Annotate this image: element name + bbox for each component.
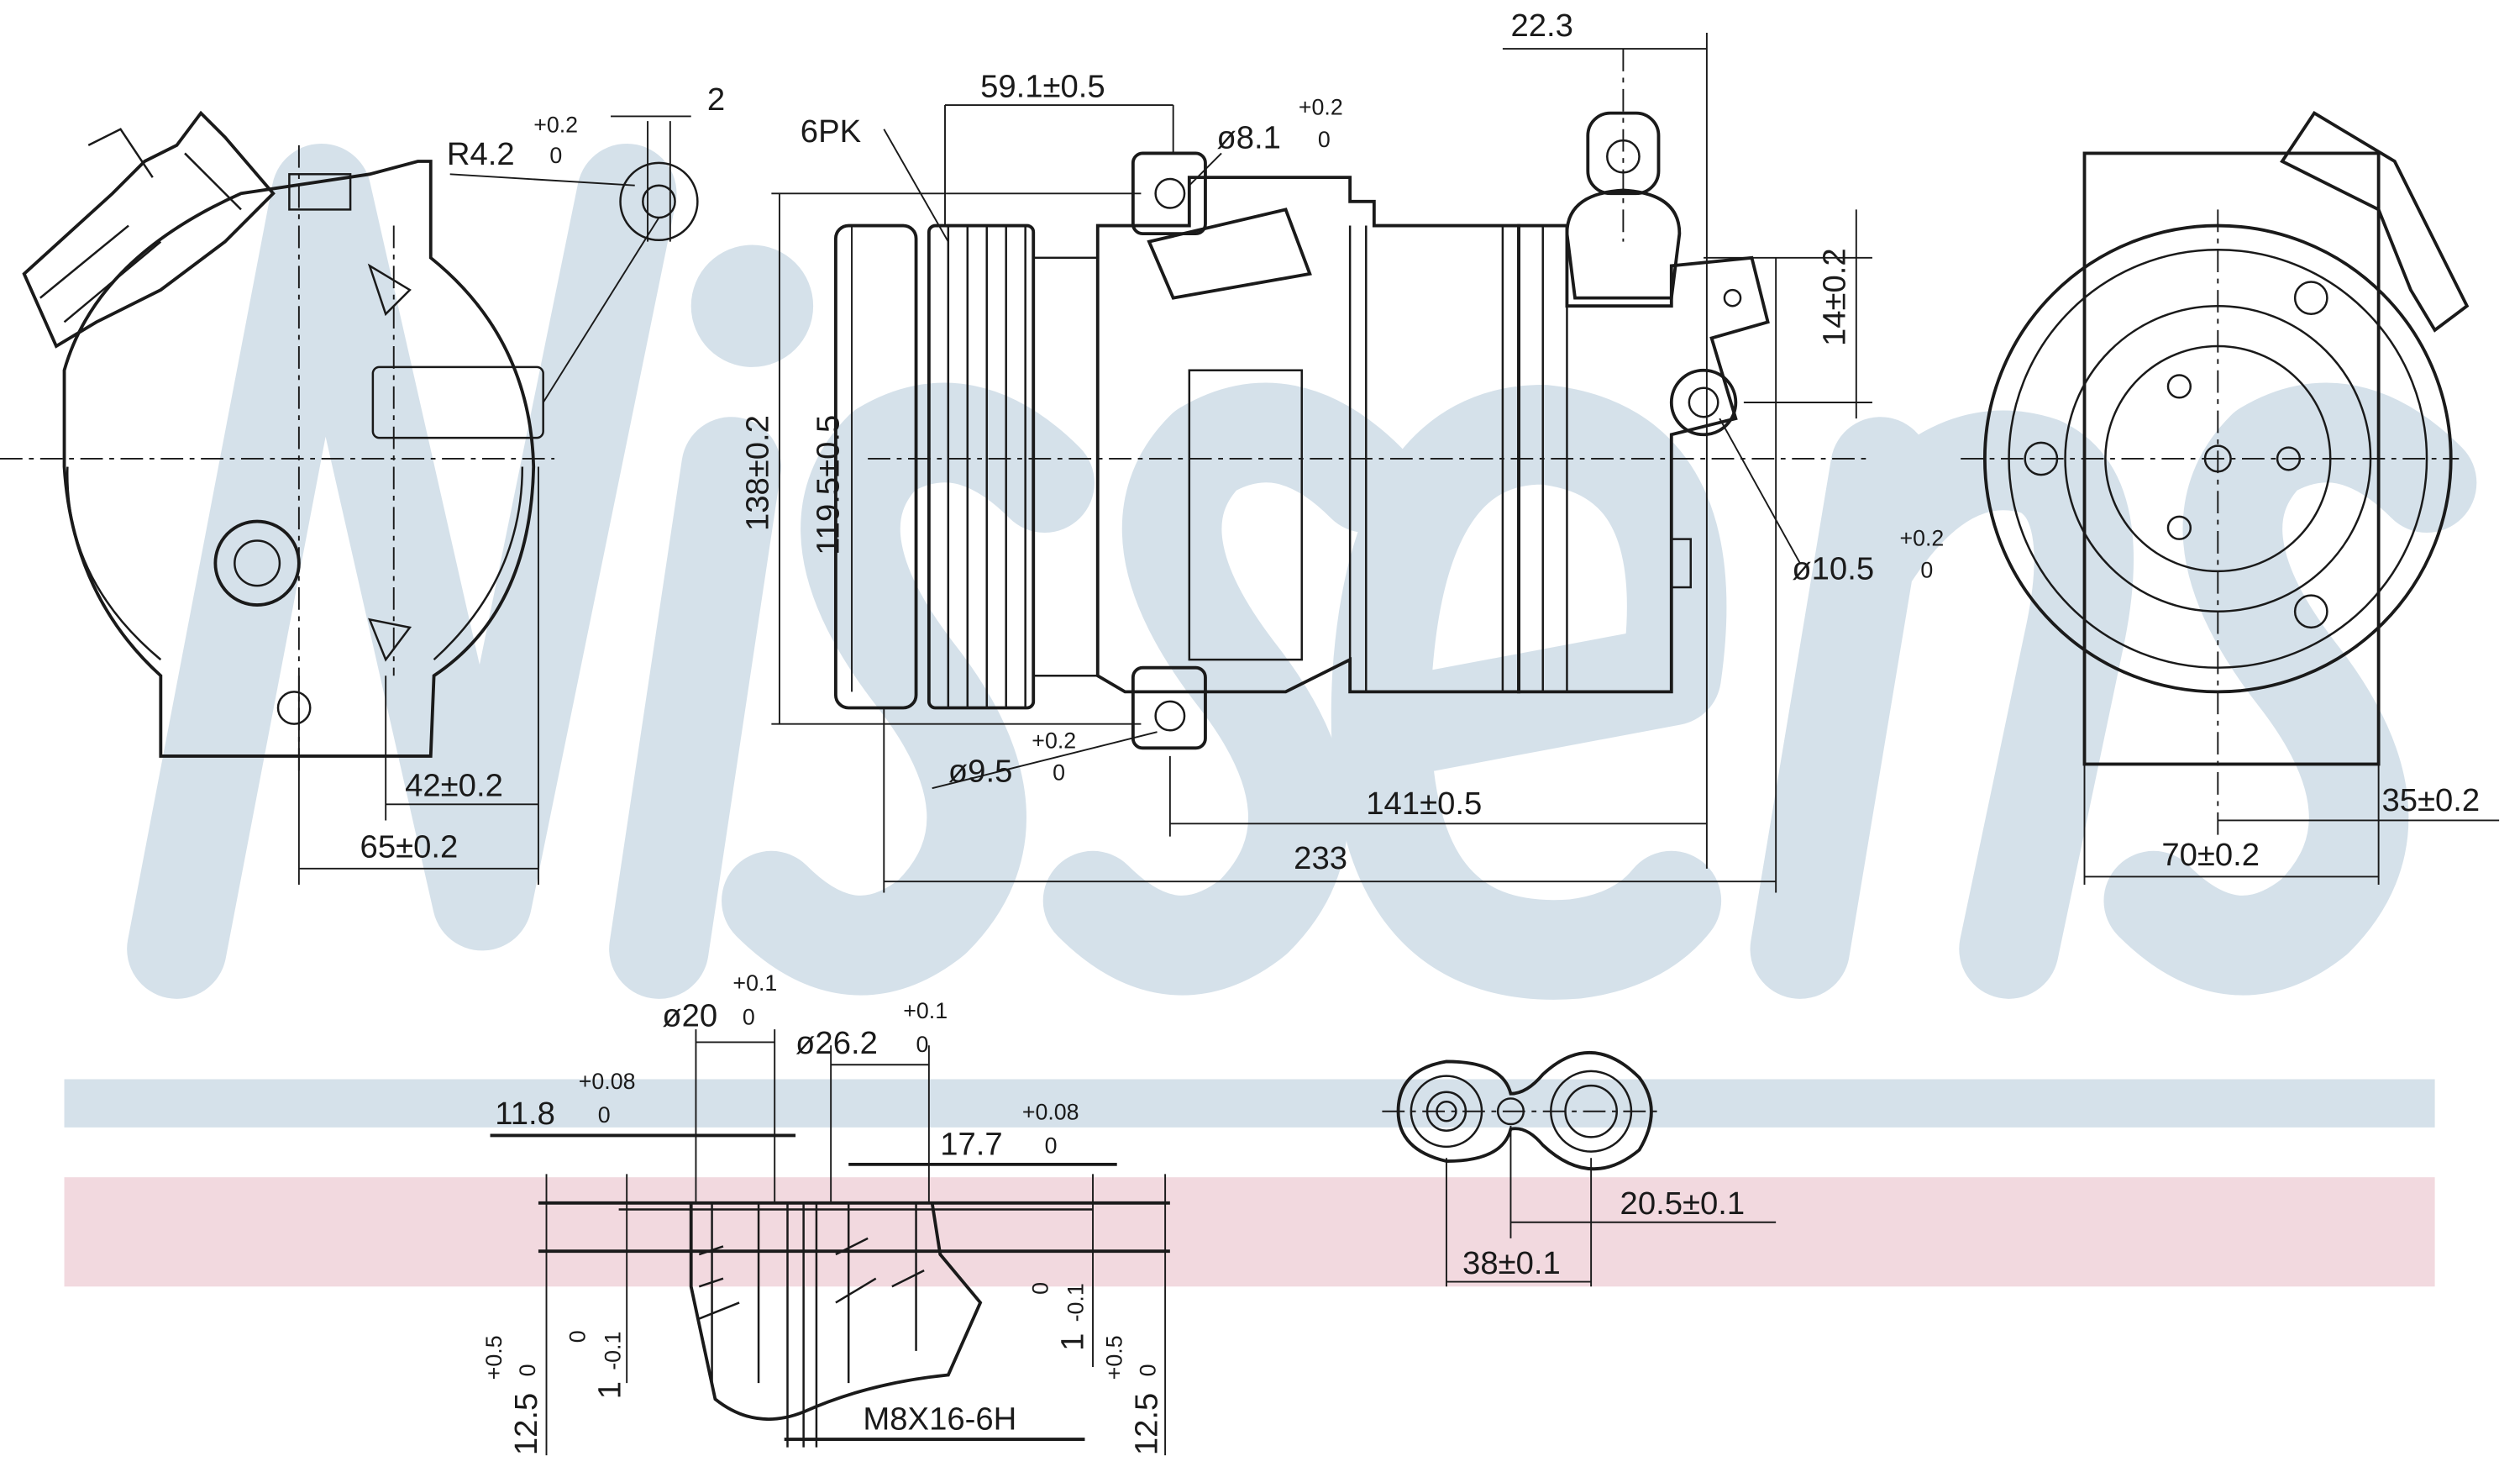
dim-11-8-tol-upper: +0.08 <box>579 1069 636 1094</box>
dim-59-1-label: 59.1±0.5 <box>980 68 1105 104</box>
dim-17-7-label: 17.7 <box>940 1126 1002 1162</box>
hole-9-5-tol-upper: +0.2 <box>1032 728 1076 753</box>
dia-20-label: ø20 <box>662 997 717 1033</box>
radius-tol-lower: 0 <box>549 143 562 168</box>
width-2-label: 2 <box>707 81 725 118</box>
dim-35-label: 35±0.2 <box>2381 782 2480 818</box>
dim-11-8-label: 11.8 <box>495 1096 555 1132</box>
side-view <box>771 32 1872 893</box>
depth-left-tol-lower: 0 <box>515 1364 540 1377</box>
dia-26-2-tol-upper: +0.1 <box>903 998 948 1023</box>
rear-view-right <box>1961 111 2500 885</box>
front-view-left <box>0 110 699 885</box>
port-section-view <box>490 1029 1170 1456</box>
port-plan-view <box>1382 1051 1777 1287</box>
hole-10-5-tol-upper: +0.2 <box>1899 525 1944 550</box>
step-right-tol-upper: 0 <box>1027 1282 1053 1295</box>
dim-65-label: 65±0.2 <box>360 828 459 865</box>
dim-38-label: 38±0.1 <box>1462 1245 1561 1281</box>
dia-26-2-tol-lower: 0 <box>916 1032 929 1057</box>
step-left-label: 1 <box>592 1381 628 1399</box>
hole-9-5-label: ø9.5 <box>948 754 1013 790</box>
dim-11-8-tol-lower: 0 <box>598 1102 611 1128</box>
dim-17-7-tol-lower: 0 <box>1045 1133 1058 1158</box>
dim-141-label: 141±0.5 <box>1366 786 1482 822</box>
dim-22-3-label: 22.3 <box>1510 8 1572 44</box>
hole-8-1-tol-lower: 0 <box>1318 127 1331 152</box>
hole-8-1-label: ø8.1 <box>1216 120 1281 156</box>
step-left-tol-lower: -0.1 <box>601 1332 626 1370</box>
dia-20-tol-upper: +0.1 <box>732 970 777 996</box>
step-right-tol-lower: -0.1 <box>1063 1283 1089 1322</box>
blue-band <box>64 1079 2435 1128</box>
dim-42-label: 42±0.2 <box>405 768 503 804</box>
hole-10-5-tol-lower: 0 <box>1920 558 1933 583</box>
hole-10-5-label: ø10.5 <box>1792 550 1874 586</box>
dim-233-label: 233 <box>1294 840 1347 876</box>
dim-70-label: 70±0.2 <box>2161 837 2260 873</box>
dim-119-5-label: 119.5±0.5 <box>811 415 847 555</box>
depth-right-tol-upper: +0.5 <box>1101 1335 1126 1380</box>
step-left-tol-upper: 0 <box>564 1330 590 1343</box>
hole-9-5-tol-lower: 0 <box>1053 760 1065 786</box>
pulley-6pk-label: 6PK <box>801 113 862 150</box>
hole-8-1-tol-upper: +0.2 <box>1299 95 1343 120</box>
dia-26-2-label: ø26.2 <box>795 1025 878 1061</box>
radius-label: R4.2 <box>447 136 515 172</box>
step-right-label: 1 <box>1055 1333 1091 1351</box>
radius-tol-upper: +0.2 <box>533 113 578 138</box>
dim-14-label: 14±0.2 <box>1816 248 1852 346</box>
dim-20-5-label: 20.5±0.1 <box>1620 1185 1746 1222</box>
dim-138-label: 138±0.2 <box>740 415 776 531</box>
depth-left-tol-upper: +0.5 <box>481 1335 507 1380</box>
depth-right-label: 12.5 <box>1129 1393 1165 1455</box>
dia-20-tol-lower: 0 <box>743 1004 755 1029</box>
dim-17-7-tol-upper: +0.08 <box>1022 1099 1079 1124</box>
depth-left-label: 12.5 <box>508 1393 544 1455</box>
depth-right-tol-lower: 0 <box>1136 1364 1161 1377</box>
pink-band <box>64 1177 2435 1287</box>
thread-label: M8X16-6H <box>863 1401 1016 1438</box>
